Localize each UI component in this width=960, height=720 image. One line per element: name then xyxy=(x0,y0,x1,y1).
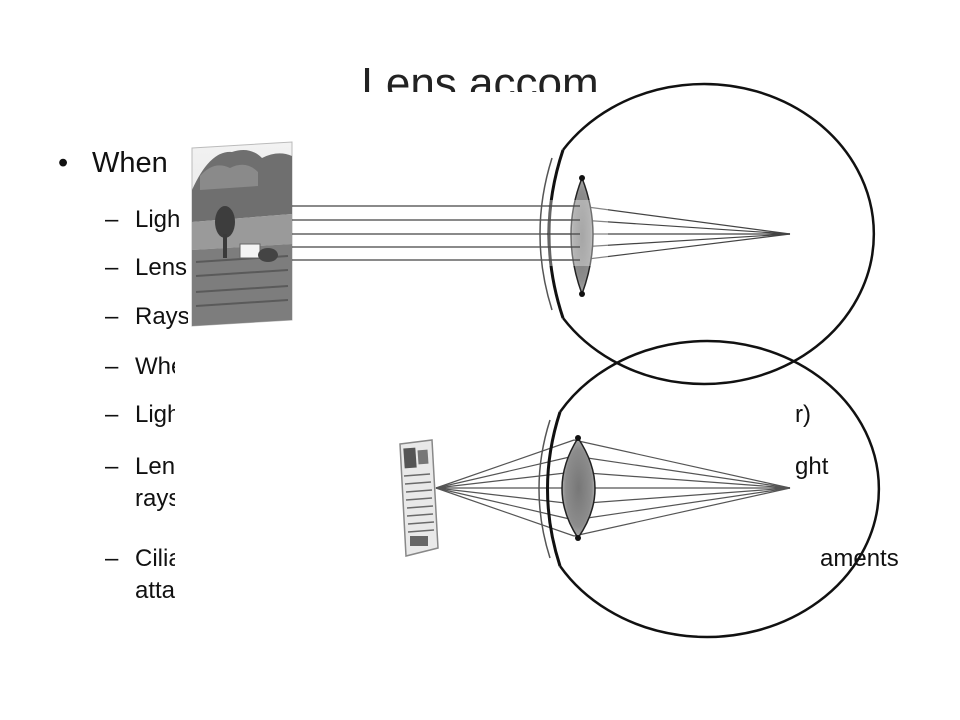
lens-flat xyxy=(570,175,594,297)
dash-marker: – xyxy=(105,401,119,428)
eyeball-bottom xyxy=(538,339,881,639)
text-fragment: ght xyxy=(795,453,829,480)
text-fragment: atta xyxy=(135,577,176,604)
main-bullet-text: When xyxy=(92,147,168,179)
dash-marker: – xyxy=(105,206,119,233)
landscape-photo xyxy=(191,141,293,327)
sub-bullet-text: Cilia xyxy=(135,545,182,572)
dash-marker: – xyxy=(105,303,119,330)
sub-bullet-text: Ligh xyxy=(135,401,181,428)
bullet-marker: • xyxy=(58,147,69,179)
dash-marker: – xyxy=(105,545,119,572)
parallel-light-rays xyxy=(292,205,791,261)
sub-bullet-text: Ligh xyxy=(135,206,181,233)
dash-marker: – xyxy=(105,254,119,281)
dash-marker: – xyxy=(105,353,119,380)
diverging-light-rays xyxy=(435,439,791,537)
sub-bullet-text: Lens xyxy=(135,254,188,281)
dash-marker: – xyxy=(105,453,119,480)
text-fragment: r) xyxy=(795,401,811,428)
sub-bullet-text: Rays xyxy=(135,303,190,330)
newspaper-photo xyxy=(399,439,439,557)
overlay-backdrop-bottom xyxy=(175,355,785,585)
lens-rounded xyxy=(561,435,596,541)
text-fragment: rays xyxy=(135,485,181,512)
